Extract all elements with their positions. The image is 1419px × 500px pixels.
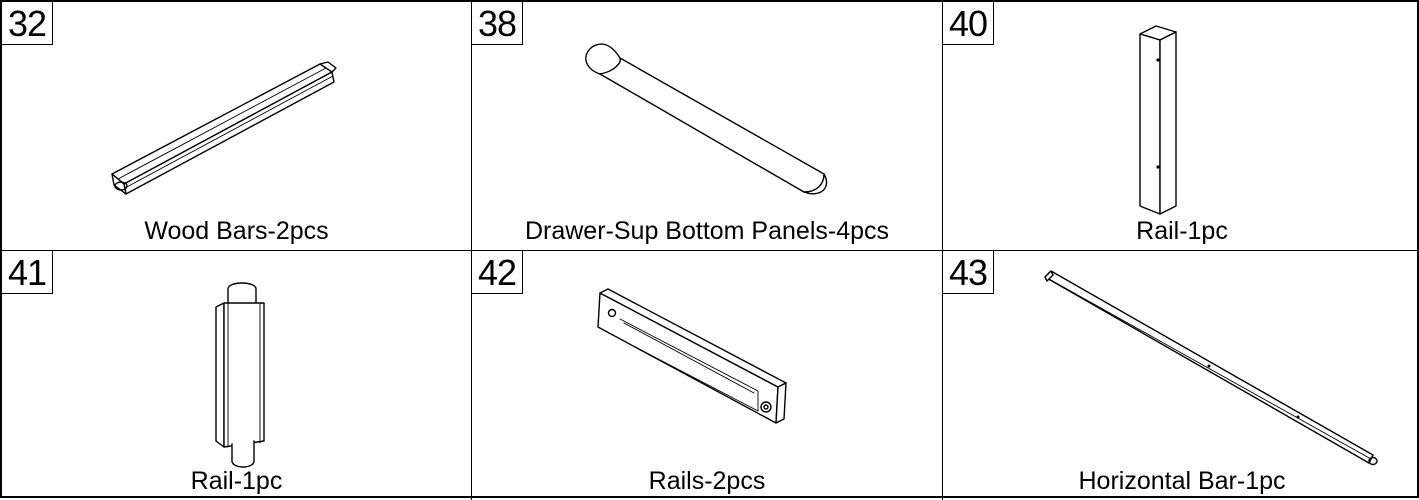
- part-label: Rails-2pcs: [648, 467, 766, 495]
- part-label: Horizontal Bar-1pc: [1078, 467, 1286, 495]
- part-cell-32: 32 Wood Bars-2pcs: [2, 2, 472, 251]
- part-number: 38: [472, 2, 524, 45]
- part-cell-43: 43 Horizontal Bar-1pc: [943, 251, 1419, 500]
- wood-bar-illustration: [111, 61, 337, 195]
- rail-41-illustration: [215, 282, 265, 468]
- part-label: Rail-1pc: [190, 467, 283, 495]
- part-cell-41: 41 Rail-1pc: [2, 251, 472, 500]
- part-label: Rail-1pc: [1136, 217, 1228, 245]
- part-number: 40: [943, 2, 995, 45]
- part-cell-42: 42 Rails-2pcs: [472, 251, 943, 500]
- rails-42-illustration: [597, 288, 787, 424]
- part-cell-38: 38 Drawer-Sup Bottom Panels-4pcs: [472, 2, 943, 251]
- part-label: Wood Bars-2pcs: [144, 217, 329, 245]
- part-cell-40: 40 Rail-1pc: [943, 2, 1419, 251]
- part-number: 42: [472, 251, 524, 294]
- horizontal-bar-illustration: [1044, 270, 1378, 466]
- part-number: 43: [943, 251, 995, 294]
- rail-40-illustration: [1139, 25, 1177, 215]
- part-number: 32: [2, 2, 54, 45]
- drawer-bottom-panel-illustration: [585, 43, 828, 195]
- part-number: 41: [2, 251, 54, 294]
- part-label: Drawer-Sup Bottom Panels-4pcs: [524, 217, 890, 245]
